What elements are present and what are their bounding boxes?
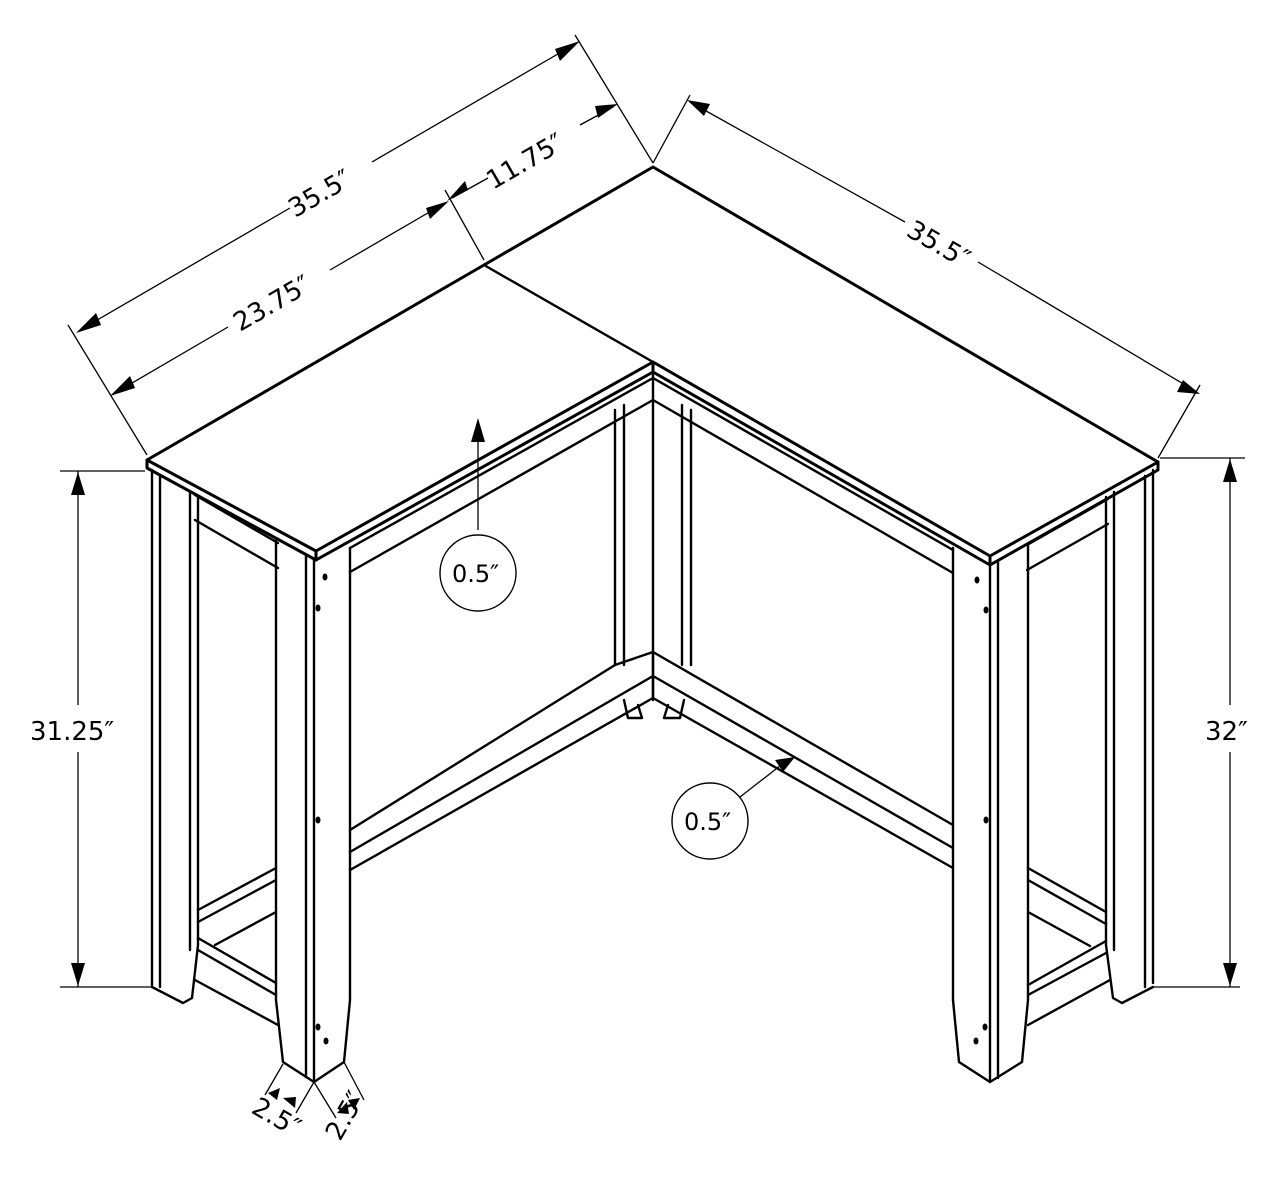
callout-stretcher-thickness-label: 0.5″ [684,808,731,836]
lower-stretchers [193,650,1112,1027]
dim-left-height-label: 31.25″ [30,717,114,747]
callout-top-thickness: 0.5″ [439,418,517,612]
dim-right-height-label: 32″ [1205,717,1248,747]
dim-overall-left-label: 35.5″ [284,164,358,224]
extension-lines [60,34,1245,988]
callout-stretcher-thickness: 0.5″ [671,757,795,860]
right-back-leg [1104,468,1240,1005]
left-front-leg [274,538,352,1084]
dim-inner-left-label: 23.75″ [229,270,317,338]
right-front-leg [951,543,1030,1084]
dim-left-height: 31.25″ [30,471,114,987]
dim-leg-width-a-label: 2.5″ [247,1092,306,1144]
dim-corner: 11.75″ [447,104,618,201]
dim-right-height: 32″ [1205,458,1248,987]
dim-leg-width-b-label: 2.5″ [320,1086,372,1145]
dim-corner-label: 11.75″ [482,128,570,196]
dim-overall-right-label: 35.5″ [902,215,976,275]
aprons [193,376,1110,575]
dim-leg-widths: 2.5″ 2.5″ [247,1061,372,1146]
callout-top-thickness-label: 0.5″ [452,560,499,588]
left-back-leg [150,468,200,1005]
corner-leg [613,370,693,720]
